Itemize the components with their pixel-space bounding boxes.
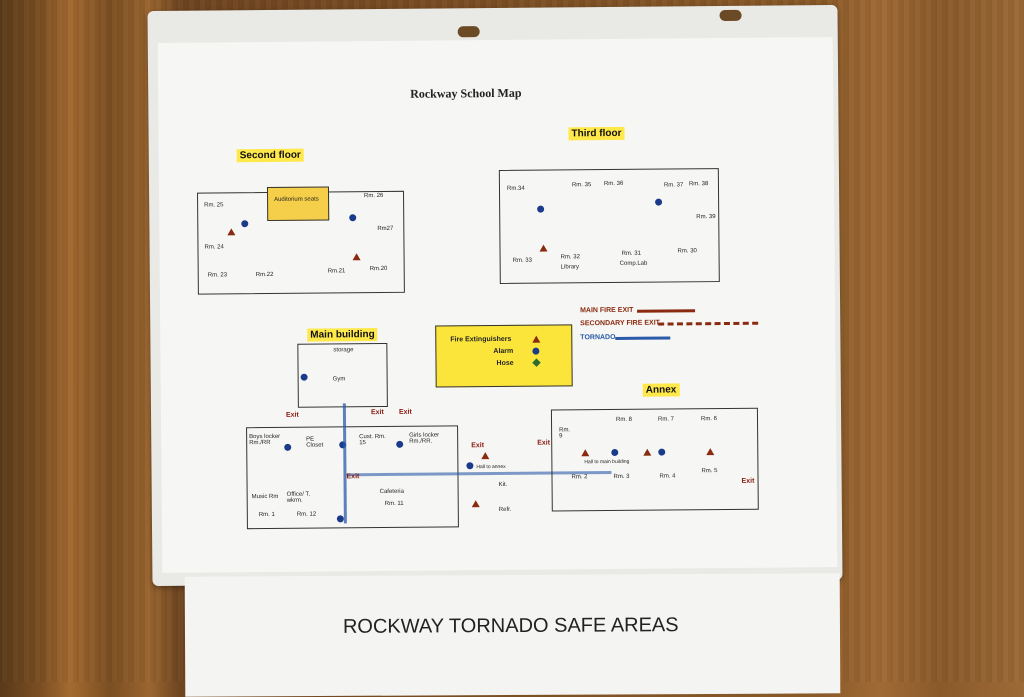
hall-label: Hall to annex <box>476 463 506 471</box>
room-label: Rm. 36 <box>603 180 624 188</box>
room-label: Comp.Lab <box>619 260 648 267</box>
fire-extinguisher-marker <box>481 452 490 460</box>
room-label: Rm. 24 <box>204 244 224 251</box>
secondary-exit-legend: SECONDARY FIRE EXIT <box>580 319 660 328</box>
exit-label: Exit <box>537 439 551 447</box>
room-label: Rm. 30 <box>677 248 697 255</box>
alarm-marker <box>658 448 666 456</box>
room-label: Rm. 2 <box>571 474 588 481</box>
room-label: Rm. 12 <box>296 511 317 518</box>
exit-label: Exit <box>471 442 485 450</box>
alarm-marker <box>537 205 545 213</box>
fire-extinguisher-marker <box>581 449 590 457</box>
alarm-marker <box>284 443 292 451</box>
fire-extinguisher-marker <box>706 448 715 456</box>
legend-alarm: Alarm <box>493 347 514 356</box>
room-label: Girls locker Rm./RR. <box>409 432 440 445</box>
exit-label: Exit <box>346 473 360 481</box>
fire-extinguisher-marker <box>643 448 652 456</box>
tornado-route <box>342 403 347 524</box>
room-label: Rm. 33 <box>512 257 532 264</box>
exit-label: Exit <box>398 408 412 416</box>
room-label: Kit. <box>498 481 508 488</box>
alarm-marker <box>655 198 663 206</box>
room-label: Office/ T. wkrm. <box>286 491 311 504</box>
room-label: Rm. 39 <box>696 214 716 221</box>
annex-plan <box>550 407 759 512</box>
room-label: Rm. 32 <box>560 254 580 261</box>
room-label: Refr. <box>498 506 512 513</box>
room-label: Rm.21 <box>327 268 346 275</box>
room-label: Rm. 31 <box>621 250 641 257</box>
room-label: Rm. 26 <box>364 192 384 200</box>
safe-areas-sheet: ROCKWAY TORNADO SAFE AREAS <box>184 573 841 697</box>
auditorium <box>266 186 330 222</box>
room-label: Rm. 4 <box>659 473 676 480</box>
room-label: Rm27 <box>377 225 394 233</box>
room-label: Rm.34 <box>506 185 525 192</box>
main-exit-arrow <box>637 309 696 313</box>
room-label: Rm. 9 <box>559 427 571 440</box>
third-floor-label: Third floor <box>568 126 625 141</box>
alarm-marker <box>336 515 344 523</box>
alarm-marker <box>611 448 619 457</box>
room-label: Rm. 37 <box>663 182 684 189</box>
hose-icon <box>532 358 541 367</box>
hall-label: Hall to main building <box>584 458 630 466</box>
room-label: Rm. 5 <box>701 468 718 475</box>
room-label: Rm. 8 <box>615 416 633 423</box>
alarm-marker <box>466 462 474 470</box>
room-label: Rm.20 <box>369 265 388 273</box>
annex-label: Annex <box>642 383 680 397</box>
room-label: Rm. 7 <box>657 416 675 423</box>
alarm-icon <box>532 347 540 355</box>
room-label: Rm. 23 <box>207 272 228 279</box>
room-label: Music Rm <box>251 493 279 501</box>
exit-label: Exit <box>285 411 299 419</box>
symbols-legend: Fire Extinguishers Alarm Hose <box>435 324 573 388</box>
room-label: Rm. 6 <box>700 416 718 423</box>
room-label: Rm. 25 <box>204 202 224 209</box>
fire-extinguisher-marker <box>539 244 548 252</box>
legend-fire-ext: Fire Extinguishers <box>450 335 512 344</box>
fire-extinguisher-marker <box>227 228 236 236</box>
main-building-label: Main building <box>307 328 378 342</box>
room-label: Rm. 38 <box>688 181 709 188</box>
fire-extinguisher-icon <box>532 335 541 343</box>
second-floor-label: Second floor <box>236 148 304 163</box>
fire-extinguisher-marker <box>471 500 480 508</box>
map-title: Rockway School Map <box>410 85 522 101</box>
alarm-marker <box>396 440 404 448</box>
room-label: storage <box>333 347 354 354</box>
room-label: Auditorium seats <box>274 196 319 203</box>
room-label: Cafeteria <box>379 488 405 496</box>
binder-hole <box>457 26 480 38</box>
alarm-marker <box>349 214 357 222</box>
main-exit-legend: MAIN FIRE EXIT <box>580 306 634 315</box>
room-label: Boys locker Rm./RR <box>249 433 281 447</box>
tornado-arrow <box>615 336 671 340</box>
room-label: Rm. 1 <box>258 511 275 519</box>
room-label: Cust. Rm. 15 <box>359 433 386 447</box>
room-label: Gym <box>332 376 346 383</box>
safe-areas-title: ROCKWAY TORNADO SAFE AREAS <box>342 614 679 638</box>
legend-hose: Hose <box>496 359 514 368</box>
fire-extinguisher-marker <box>352 253 361 261</box>
room-label: Rm. 35 <box>571 182 592 189</box>
alarm-marker <box>300 373 308 381</box>
exit-label: Exit <box>370 408 384 417</box>
tornado-legend: TORNADO <box>580 333 616 342</box>
binder-hole <box>719 9 742 22</box>
alarm-marker <box>241 220 249 228</box>
room-label: Library <box>560 264 580 271</box>
school-map-sheet: Rockway School Map Second floor Auditori… <box>157 37 838 573</box>
secondary-exit-arrow <box>658 321 759 326</box>
room-label: Rm.22 <box>255 271 274 279</box>
room-label: Rm. 11 <box>384 500 404 507</box>
room-label: Rm. 3 <box>613 473 630 480</box>
room-label: PE Closet <box>306 436 324 449</box>
